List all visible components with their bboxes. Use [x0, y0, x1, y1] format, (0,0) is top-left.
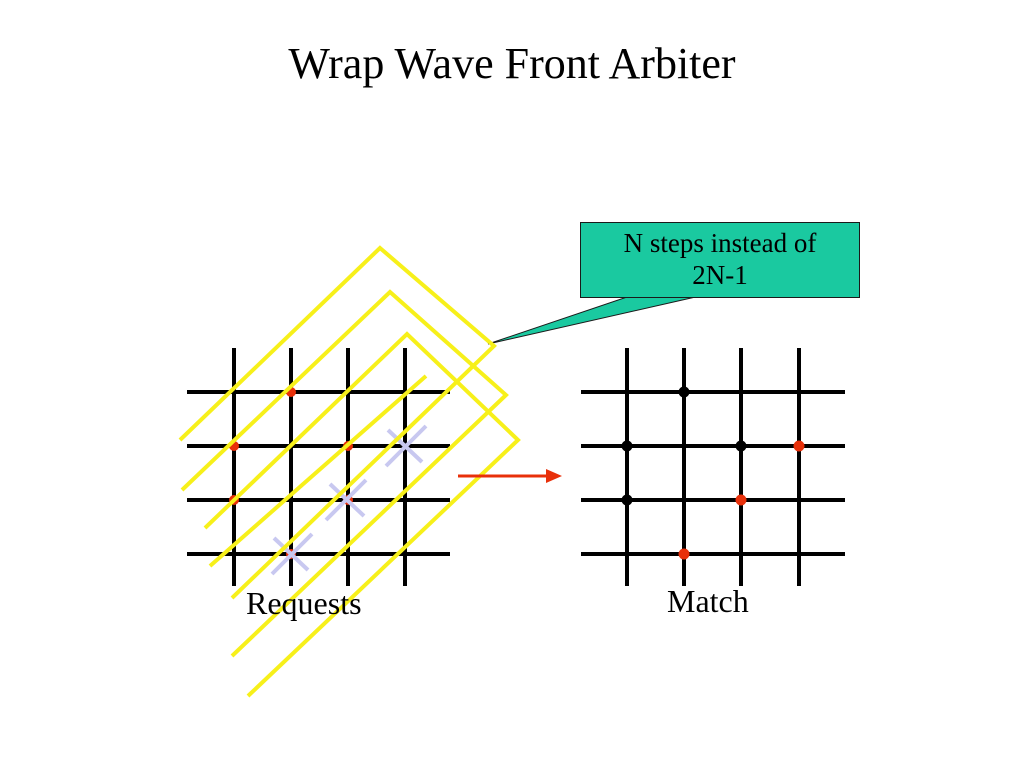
match-dot-red	[793, 440, 805, 452]
requests-label: Requests	[246, 585, 362, 621]
cross-mark	[328, 482, 366, 518]
slide-title: Wrap Wave Front Arbiter	[288, 39, 736, 88]
cross-mark	[386, 428, 424, 464]
match-grid	[581, 348, 845, 586]
transform-arrow	[458, 469, 562, 483]
match-dot-red	[735, 494, 747, 506]
callout-line-2: 2N-1	[692, 260, 748, 290]
match-dot-black	[621, 494, 633, 506]
match-dots	[621, 386, 805, 560]
callout-pointer	[487, 295, 701, 345]
cross-mark	[272, 536, 310, 572]
callout-box: N steps instead of 2N-1	[580, 222, 860, 298]
match-dot-black	[621, 440, 633, 452]
wavefront-band	[203, 331, 521, 698]
match-label: Match	[667, 583, 749, 619]
arrow-head	[546, 469, 562, 483]
callout-line-1: N steps instead of	[623, 228, 817, 258]
wavefront-band	[178, 245, 497, 600]
wrap-diagonal	[270, 424, 428, 576]
match-dot-black	[678, 386, 690, 398]
match-dot-red	[678, 548, 690, 560]
match-dot-black	[735, 440, 747, 452]
wavefronts	[178, 245, 521, 698]
wavefront-band	[180, 289, 509, 658]
wavefront-inner-line	[208, 374, 428, 568]
